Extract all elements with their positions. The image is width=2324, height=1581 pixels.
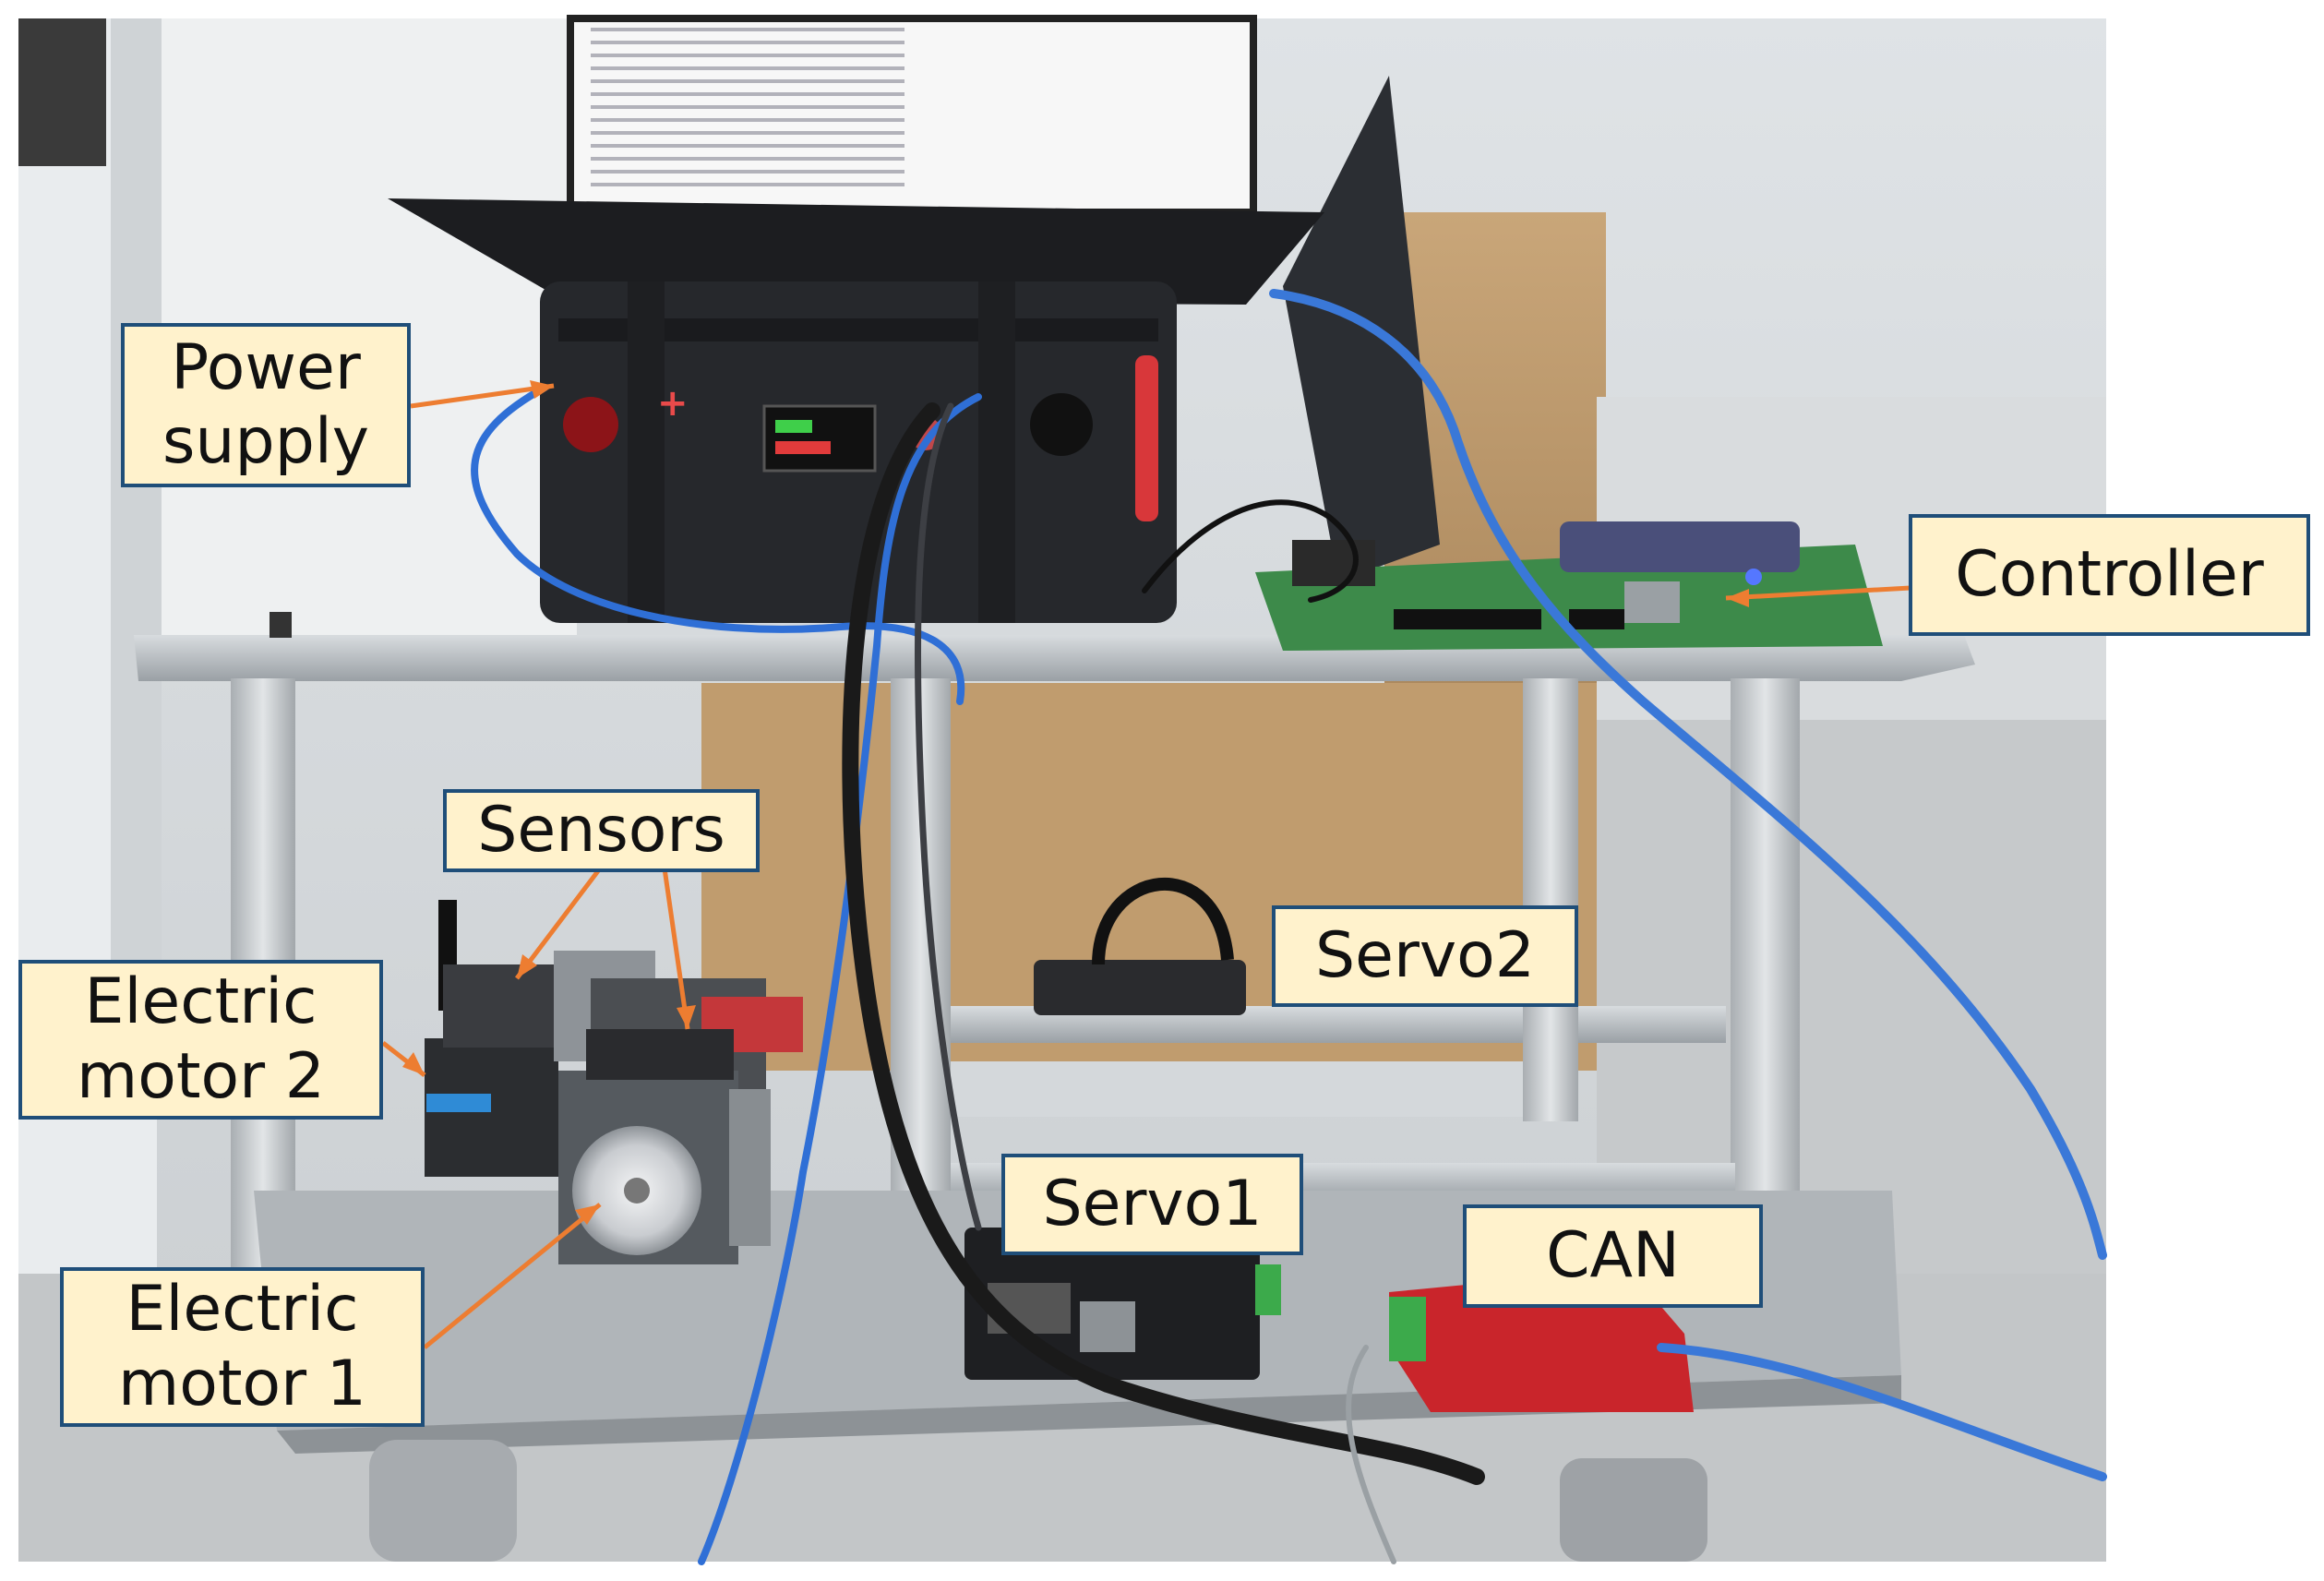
callout-can-label: CAN — [1546, 1218, 1680, 1292]
laptop — [1283, 76, 1440, 581]
arrow-motor-1 — [423, 1203, 602, 1349]
arrow-controller — [1725, 585, 1911, 601]
arrow-sensors-left — [515, 867, 602, 980]
callout-sensors-label: Sensors — [477, 793, 725, 867]
svg-text:+: + — [657, 382, 689, 425]
callout-electric-motor-1-line2: motor 1 — [118, 1347, 366, 1420]
usb-cable — [1269, 289, 2107, 1260]
callout-controller-label: Controller — [1955, 537, 2264, 611]
callout-electric-motor-1-line1: Electric — [126, 1273, 359, 1347]
callout-servo2: Servo2 — [1272, 905, 1578, 1007]
arrow-power-supply — [410, 383, 555, 409]
callout-electric-motor-2-line1: Electric — [84, 965, 317, 1039]
callout-power-supply-line1: Power — [171, 330, 361, 404]
caster-wheel-left — [369, 1440, 517, 1562]
servo2-device — [1034, 960, 1246, 1015]
monitor — [567, 15, 1257, 216]
power-switch — [563, 397, 618, 452]
callout-servo1-label: Servo1 — [1042, 1167, 1263, 1240]
callout-sensors: Sensors — [443, 789, 760, 872]
tablet — [388, 198, 1324, 305]
arrow-sensors-right — [662, 868, 690, 1030]
callout-servo2-label: Servo2 — [1314, 918, 1536, 992]
callout-electric-motor-2-line2: motor 2 — [77, 1039, 325, 1113]
caster-wheel-right — [1560, 1458, 1707, 1562]
callout-controller: Controller — [1909, 514, 2310, 636]
callout-can: CAN — [1463, 1204, 1763, 1308]
callout-power-supply: Power supply — [121, 323, 411, 487]
callout-power-supply-line2: supply — [162, 405, 369, 478]
callout-electric-motor-1: Electric motor 1 — [60, 1267, 425, 1427]
callout-electric-motor-2: Electric motor 2 — [18, 960, 383, 1120]
callout-servo1: Servo1 — [1001, 1154, 1303, 1255]
